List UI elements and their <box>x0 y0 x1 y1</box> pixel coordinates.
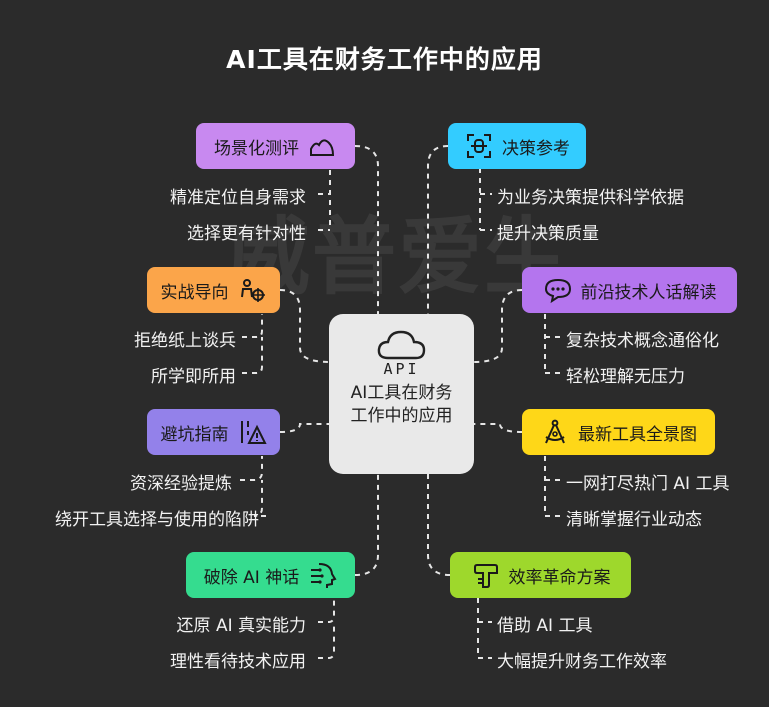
connector-pitfall <box>279 423 330 433</box>
branch-scene-item-2: 选择更有针对性 <box>187 224 306 244</box>
branch-efficiency-item-1: 借助 AI 工具 <box>497 616 593 636</box>
branch-scene-label: 场景化测评 <box>214 138 299 159</box>
branch-frontier-label: 前沿技术人话解读 <box>580 282 717 303</box>
branch-decision-item-1: 为业务决策提供科学依据 <box>497 188 684 208</box>
connector-tools-sub <box>544 456 560 517</box>
branch-frontier-item-1: 复杂技术概念通俗化 <box>566 331 719 351</box>
compass-icon <box>540 417 570 447</box>
puzzle-icon <box>471 560 501 590</box>
warning-road-icon <box>237 417 267 447</box>
center-text: AI工具在财务工作中的应用 <box>350 383 453 426</box>
connector-myth-trunk <box>354 474 379 576</box>
branch-pitfall-item-2: 绕开工具选择与使用的陷阱 <box>55 510 259 530</box>
branch-frontier-item-2: 轻松理解无压力 <box>566 367 685 387</box>
connector-decision-trunk <box>427 145 449 315</box>
chat-bubble-icon <box>543 275 573 305</box>
branch-frontier: 前沿技术人话解读 <box>522 267 737 313</box>
center-icon-label: API <box>383 360 420 378</box>
branch-decision-item-2: 提升决策质量 <box>497 224 599 244</box>
branch-practice-item-1: 拒绝纸上谈兵 <box>134 331 236 351</box>
branch-scene-item-1: 精准定位自身需求 <box>170 188 306 208</box>
branch-tools-label: 最新工具全景图 <box>578 424 697 445</box>
scan-icon <box>464 131 494 161</box>
connector-practice-trunk <box>279 289 331 363</box>
ai-head-icon <box>307 560 337 590</box>
connector-tools <box>474 423 523 433</box>
branch-practice-item-2: 所学即所用 <box>151 367 236 387</box>
cloud-icon <box>377 330 425 360</box>
branch-tools: 最新工具全景图 <box>522 409 715 455</box>
branch-efficiency-item-2: 大幅提升财务工作效率 <box>497 652 667 672</box>
branch-pitfall: 避坑指南 <box>147 409 280 455</box>
branch-practice: 实战导向 <box>147 267 280 313</box>
connector-frontier-trunk <box>473 289 523 363</box>
branch-decision: 决策参考 <box>448 123 586 169</box>
connector-efficiency-sub <box>477 598 492 659</box>
target-person-icon <box>237 275 267 305</box>
branch-scene: 场景化测评 <box>196 123 355 169</box>
branch-myth-item-1: 还原 AI 真实能力 <box>176 616 306 636</box>
connector-frontier-sub <box>544 314 560 374</box>
connector-practice-sub <box>242 314 263 374</box>
branch-efficiency: 效率革命方案 <box>450 552 631 598</box>
branch-efficiency-label: 效率革命方案 <box>508 567 611 588</box>
connector-scene-sub <box>318 170 331 231</box>
branch-pitfall-item-1: 资深经验提炼 <box>130 474 232 494</box>
branch-tools-item-1: 一网打尽热门 AI 工具 <box>566 474 730 494</box>
branch-practice-label: 实战导向 <box>160 282 229 303</box>
page-title: AI工具在财务工作中的应用 <box>226 45 543 74</box>
center-node: API AI工具在财务工作中的应用 <box>329 314 474 474</box>
branch-myth: 破除 AI 神话 <box>186 552 355 598</box>
mountain-icon <box>307 131 337 161</box>
branch-decision-label: 决策参考 <box>502 138 570 159</box>
connector-pitfall-sub <box>240 456 266 517</box>
branch-myth-item-2: 理性看待技术应用 <box>170 652 306 672</box>
connector-efficiency-trunk <box>427 474 451 576</box>
connector-decision-sub <box>479 168 492 231</box>
branch-myth-label: 破除 AI 神话 <box>203 567 300 588</box>
connector-scene-trunk <box>354 145 379 315</box>
connector-myth-sub <box>318 598 335 659</box>
branch-tools-item-2: 清晰掌握行业动态 <box>566 510 702 530</box>
branch-pitfall-label: 避坑指南 <box>160 424 229 445</box>
